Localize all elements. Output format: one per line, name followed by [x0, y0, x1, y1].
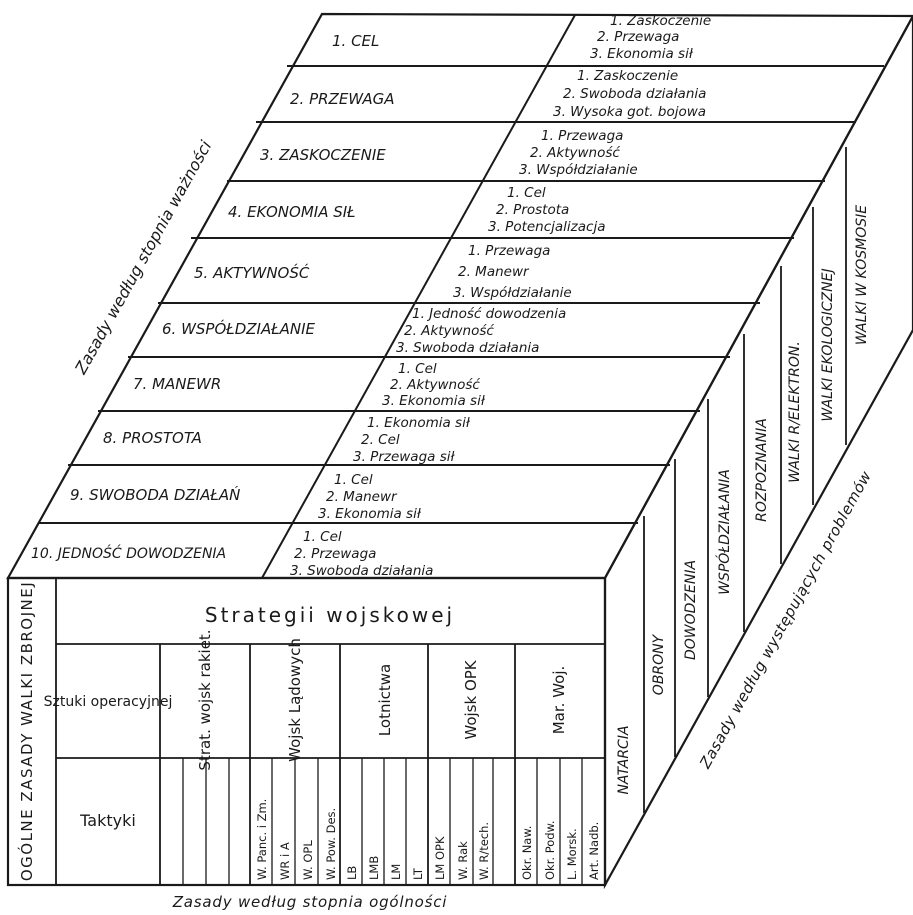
side-column-4: WSPÓŁDZIAŁANIA — [715, 469, 733, 595]
tactic-lot-1: LB — [345, 866, 359, 880]
principle-row-7: 7. MANEWR — [133, 375, 221, 393]
cube-outline — [6, 12, 913, 890]
branch-header-4: Wojsk OPK — [462, 659, 480, 739]
principle-row-3: 3. ZASKOCZENIE — [260, 146, 386, 164]
side-column-2: OBRONY — [651, 633, 667, 695]
principle-row-9: 9. SWOBODA DZIAŁAŃ — [70, 485, 240, 504]
principle-row-10: 10. JEDNOŚĆ DOWODZENIA — [31, 544, 226, 562]
related-9-2: 2. Manewr — [326, 489, 398, 505]
related-6-1: 1. Jedność dowodzenia — [412, 306, 566, 322]
related-7-1: 1. Cel — [398, 361, 437, 377]
related-4-2: 2. Prostota — [496, 202, 569, 218]
top-face-row-lines — [38, 65, 884, 524]
top-face-principles: 1. CEL 2. PRZEWAGA 3. ZASKOCZENIE 4. EKO… — [31, 32, 395, 562]
related-10-2: 2. Przewaga — [294, 546, 376, 562]
branch-header-1: Strat. wojsk rakiet. — [196, 629, 214, 770]
tactic-wl-2: WR i A — [278, 842, 292, 880]
related-8-1: 1. Ekonomia sił — [367, 415, 471, 431]
tactics-cells: W. Panc. i Zm. WR i A W. OPL W. Pow. Des… — [255, 799, 601, 880]
side-face-columns: NATARCIA OBRONY DOWODZENIA WSPÓŁDZIAŁANI… — [616, 205, 870, 795]
principle-row-2: 2. PRZEWAGA — [290, 90, 395, 108]
related-2-2: 2. Swoboda działania — [563, 86, 706, 102]
strategy-label: Strategii wojskowej — [205, 603, 455, 627]
related-10-1: 1. Cel — [303, 529, 342, 545]
tactic-lot-2: LMB — [367, 856, 381, 880]
related-3-1: 1. Przewaga — [541, 128, 623, 144]
principle-row-8: 8. PROSTOTA — [103, 429, 202, 447]
related-7-3: 3. Ekonomia sił — [382, 393, 486, 409]
related-1-1: 1. Zaskoczenie — [610, 13, 711, 29]
related-5-2: 2. Manewr — [458, 264, 530, 280]
branch-headers: Strat. wojsk rakiet. Wojsk Lądowych Lotn… — [196, 629, 568, 770]
related-4-1: 1. Cel — [507, 185, 546, 201]
related-3-2: 2. Aktywność — [530, 145, 620, 161]
tactic-opk-1: LM OPK — [433, 836, 447, 880]
related-7-2: 2. Aktywność — [390, 377, 480, 393]
tactic-opk-3: W. R/tech. — [477, 822, 491, 880]
operational-label: Sztuki operacyjnej — [44, 694, 173, 710]
related-6-2: 2. Aktywność — [404, 323, 494, 339]
related-1-3: 3. Ekonomia sił — [590, 46, 694, 62]
branch-header-2: Wojsk Lądowych — [286, 638, 304, 762]
side-face-outline — [603, 15, 913, 890]
front-face-grid — [55, 578, 605, 885]
tactic-mw-1: Okr. Naw. — [520, 826, 534, 880]
tactic-lot-3: LM — [389, 864, 403, 880]
side-column-8: WALKI W KOSMOSIE — [854, 205, 870, 345]
tactic-mw-2: Okr. Podw. — [543, 820, 557, 880]
related-4-3: 3. Potencjalizacja — [488, 219, 605, 235]
front-face-tactics-lines — [182, 758, 583, 885]
related-9-3: 3. Ekonomia sił — [318, 506, 422, 522]
bottom-axis-label: Zasady według stopnia ogólności — [172, 893, 448, 911]
tactic-mw-3: L. Morsk. — [565, 828, 579, 880]
tactic-wl-3: W. OPL — [301, 840, 315, 880]
front-left-vertical-label: OGÓLNE ZASADY WALKI ZBROJNEJ — [17, 581, 36, 881]
principle-row-6: 6. WSPÓŁDZIAŁANIE — [162, 319, 316, 338]
branch-header-3: Lotnictwa — [376, 664, 394, 736]
side-column-7: WALKI EKOLOGICZNEJ — [820, 268, 836, 421]
top-face-related: 1. Zaskoczenie 2. Przewaga 3. Ekonomia s… — [290, 13, 711, 579]
related-2-1: 1. Zaskoczenie — [577, 68, 678, 84]
related-1-2: 2. Przewaga — [597, 29, 679, 45]
tactic-wl-1: W. Panc. i Zm. — [255, 799, 269, 880]
tactic-wl-4: W. Pow. Des. — [324, 808, 338, 880]
related-3-3: 3. Współdziałanie — [519, 162, 638, 178]
related-8-2: 2. Cel — [361, 432, 400, 448]
related-10-3: 3. Swoboda działania — [290, 563, 433, 579]
principle-row-5: 5. AKTYWNOŚĆ — [194, 263, 310, 282]
related-6-3: 3. Swoboda działania — [396, 340, 539, 356]
tactic-mw-4: Art. Nadb. — [587, 822, 601, 880]
related-8-3: 3. Przewaga sił — [353, 449, 455, 465]
principle-row-4: 4. EKONOMIA SIŁ — [228, 203, 356, 221]
tactic-opk-2: W. Rak — [456, 841, 470, 880]
side-column-1: NATARCIA — [616, 725, 632, 794]
related-2-3: 3. Wysoka got. bojowa — [553, 104, 706, 120]
related-5-1: 1. Przewaga — [468, 243, 550, 259]
side-face-column-lines — [643, 147, 847, 813]
left-axis-label: Zasady według stopnia ważności — [71, 137, 216, 378]
top-face-column-divider — [261, 14, 576, 579]
side-column-3: DOWODZENIA — [683, 560, 699, 660]
side-column-5: ROZPOZNANIA — [754, 418, 770, 522]
principle-row-1: 1. CEL — [332, 32, 379, 50]
related-9-1: 1. Cel — [334, 472, 373, 488]
tactic-lot-4: LT — [411, 867, 425, 880]
branch-header-5: Mar. Woj. — [550, 666, 568, 735]
tactics-label: Taktyki — [79, 811, 136, 830]
side-column-6: WALKI R/ELEKTRON. — [787, 341, 803, 483]
related-5-3: 3. Współdziałanie — [453, 285, 572, 301]
